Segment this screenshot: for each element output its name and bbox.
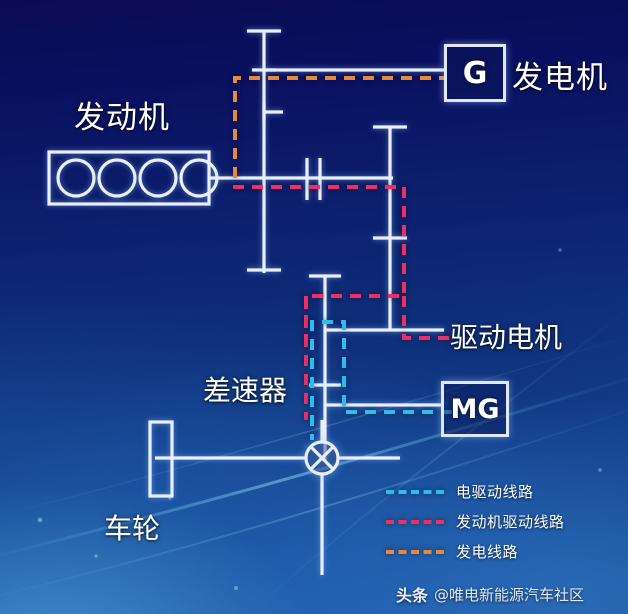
legend-dash-electric-drive xyxy=(386,489,444,494)
legend-dash-engine-drive xyxy=(386,519,444,524)
legend-label-generation: 发电线路 xyxy=(456,543,519,561)
electric-drive-path-line xyxy=(310,320,452,440)
legend-label-engine-drive: 发动机驱动线路 xyxy=(456,513,565,531)
generation-path-line xyxy=(233,76,444,178)
engine-drive-path-line xyxy=(233,185,452,420)
legend-label-electric-drive: 电驱动线路 xyxy=(456,483,534,501)
wheel-rect xyxy=(148,420,174,498)
generator-box-text: G xyxy=(462,55,488,91)
watermark: 头条 @唯电新能源汽车社区 xyxy=(396,582,584,606)
generator-box: G xyxy=(444,44,506,102)
engine-label: 发动机 xyxy=(74,100,170,136)
watermark-handle: @唯电新能源汽车社区 xyxy=(434,585,585,604)
wheel-label: 车轮 xyxy=(104,512,161,545)
drive-motor-box-text: MG xyxy=(450,393,500,425)
watermark-platform: 头条 xyxy=(396,586,429,605)
generator-label: 发电机 xyxy=(512,60,608,96)
legend-dash-generation xyxy=(386,549,444,554)
differential-label: 差速器 xyxy=(203,374,288,407)
drive-motor-label: 驱动电机 xyxy=(450,321,563,354)
legend-item-generation: 发电线路 xyxy=(386,541,518,562)
drive-motor-box: MG xyxy=(441,381,509,437)
legend-item-engine-drive: 发动机驱动线路 xyxy=(386,511,565,532)
differential-symbol xyxy=(304,440,340,476)
legend-item-electric-drive: 电驱动线路 xyxy=(386,481,534,502)
